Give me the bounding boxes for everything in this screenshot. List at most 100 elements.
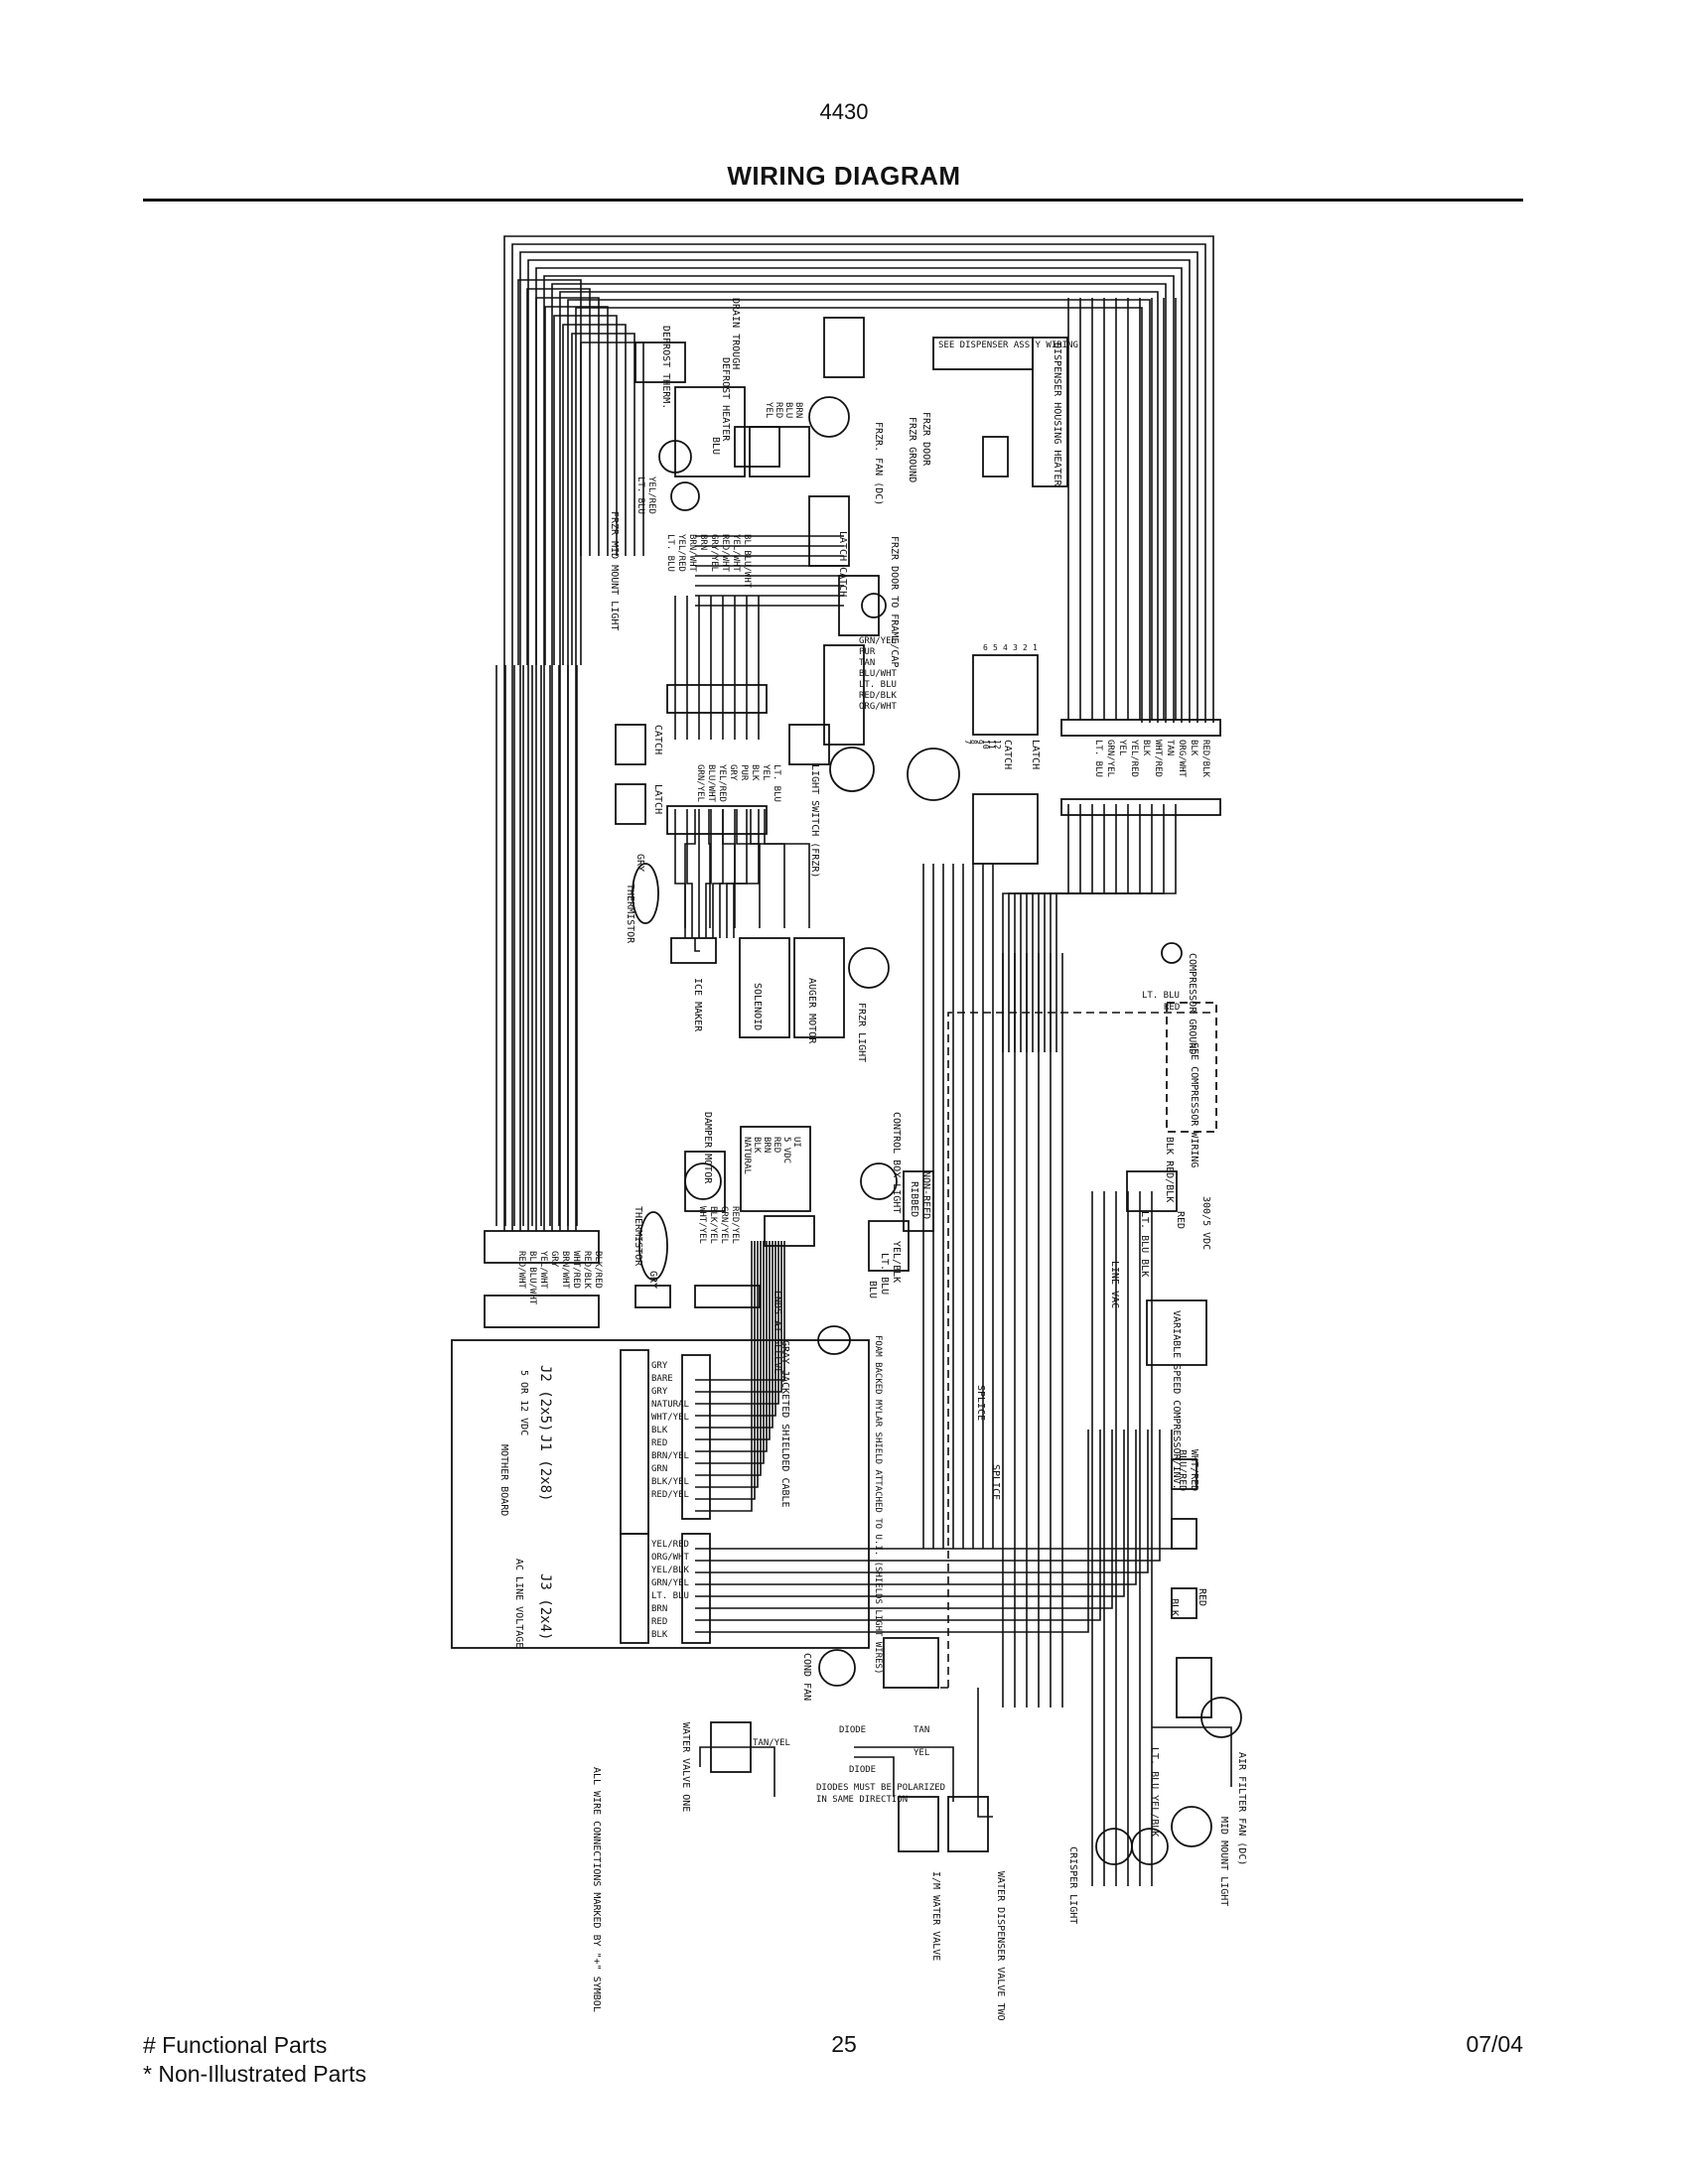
j3-wire-label-6: RED [651, 1617, 667, 1627]
connector-a-pin-0: 6 [983, 643, 988, 652]
dispenser-plug [982, 436, 1009, 478]
j1-feeder-wire [695, 1241, 762, 1476]
compressor-ground [1161, 942, 1183, 964]
outer-wire [551, 283, 1167, 1231]
lower-harness-wire-label-7: GRN/YEL [695, 764, 705, 802]
upper-harness-wire-label-6: YEL/RED [676, 534, 686, 572]
component-feed-wire [764, 809, 810, 928]
cond-fan-label: COND FAN [801, 1653, 812, 1701]
mid-mount-light-bulb-lower [1171, 1806, 1212, 1847]
upper-harness-wire-label-2: RED/WHT [720, 534, 730, 573]
wire [854, 1746, 954, 1802]
dispenser-assy-note: SEE DISPENSER ASS'Y WIRING [938, 341, 1078, 350]
j1-feeder-wire [695, 1241, 779, 1405]
connector-b-pin-0: 12 [993, 740, 1002, 750]
connections-note-label: ALL WIRE CONNECTIONS MARKED BY "+" SYMBO… [591, 1767, 602, 2012]
connector-b-pin-1: 11 [987, 740, 996, 750]
mother-board-label: MOTHER BOARD [498, 1444, 509, 1516]
j1-plug [681, 1354, 711, 1520]
right-harness-lower-wire [1050, 804, 1165, 1052]
outer-wire [527, 259, 1191, 1231]
lower-harness-connector-bottom [666, 805, 768, 835]
mother-board-outline [451, 1339, 870, 1649]
red3-label: RED [1196, 1588, 1207, 1606]
lower-connector-wire [686, 809, 693, 938]
diodes-note-1: IN SAME DIRECTION [816, 1795, 908, 1805]
upper-harness-wire-label-4: BRN [698, 534, 708, 550]
connector-b-pin-4: 8 [969, 740, 978, 745]
latch-catch-block [808, 495, 850, 567]
damper-wire-label-0: RED/YEL [730, 1206, 740, 1244]
j1-wire-label-7: BRN/YEL [651, 1451, 689, 1461]
wire [699, 1746, 775, 1797]
left-connector-wire-label-5: YEL/WHT [538, 1251, 548, 1290]
j1-wire-label-8: GRN [651, 1464, 667, 1474]
j1-wire-label-6: RED [651, 1438, 667, 1448]
right-harness-lower-wire [1038, 804, 1141, 1052]
lower-harness-wire-label-2: BLK [750, 764, 760, 781]
j3-feeder-wire [695, 1430, 1113, 1609]
non-reed-label: NON-REED [920, 1171, 931, 1219]
right-wire-label-2: ORG/WHT [1177, 740, 1187, 778]
j1-label: J1 (2x8) [537, 1434, 553, 1501]
j3-wire-label-4: LT. BLU [651, 1591, 689, 1601]
upper-harness-wire-label-0: BL BLU/WHT [742, 534, 752, 589]
ui-board-label-4: BLK [752, 1137, 762, 1154]
right-wire-label-8: GRN/YEL [1105, 740, 1115, 777]
control-box-light-label: CONTROL BOX LIGHT [891, 1112, 902, 1213]
j3-wire-label-7: BLK [651, 1630, 668, 1640]
right-latch-label: LATCH [1030, 740, 1041, 769]
component-feed-wire [750, 809, 785, 928]
fan-wire-label-0: BRN [793, 402, 803, 418]
lower-connector-wire [733, 809, 760, 938]
wire [1152, 1726, 1232, 1787]
left-connector-wire-label-7: RED/WHT [516, 1251, 526, 1290]
frzr-light-label: FRZR LIGHT [856, 1003, 867, 1062]
connector-a [972, 654, 1039, 736]
j3-wire-label-3: GRN/YEL [651, 1578, 689, 1588]
air-filter-fan-motor [1200, 1697, 1242, 1738]
water-valve-one-shape [710, 1721, 752, 1773]
frzr-door-to-frame-label: FRZR DOOR TO FRAME/CAP [889, 536, 900, 667]
upper-harness-wire-label-3: GRY/YEL [709, 534, 719, 572]
j1-feeder-wire [695, 1241, 765, 1464]
j1-wire-label-3: NATURAL [651, 1400, 689, 1410]
yel-blk-label: YEL/BLK [891, 1241, 902, 1283]
right-connector-3 [1171, 1587, 1197, 1619]
lower-harness-wire-label-4: GRY [728, 764, 738, 781]
vdc-connector [1126, 1170, 1178, 1212]
center-connector-upper [823, 644, 865, 746]
ice-maker-label: ICE MAKER [692, 978, 703, 1032]
outer-wire [559, 291, 1159, 1231]
frzr-door-ground [861, 593, 887, 618]
fan-wire-label-3: YEL [764, 402, 774, 418]
right-harness-connector-bottom [1060, 798, 1221, 816]
thermistor-lower-shape [638, 1211, 668, 1281]
right-wire-label-6: YEL/RED [1129, 740, 1139, 777]
latch-catch-connector [838, 575, 880, 636]
j1-feeder-wire [695, 1241, 753, 1512]
j2-harness-connector [484, 1230, 600, 1264]
tan-yel-label: TAN/YEL [753, 1738, 790, 1748]
compressor-inverter-box [1146, 1299, 1207, 1366]
damper-wire-label-3: WHT/YEL [697, 1206, 707, 1244]
splice-label-2: SPLICE [990, 1464, 1001, 1500]
dispenser-housing-heater-label: DISPENSER HOUSING HEATER [1052, 342, 1062, 486]
air-filter-fan-housing [1176, 1657, 1212, 1718]
right-wire-label-7: YEL [1117, 740, 1127, 755]
mid-wire-label-0: YEL/RED [646, 477, 656, 514]
j1-feeder-wire [695, 1241, 774, 1429]
center-wire-label-6: ORG/WHT [859, 702, 898, 712]
solenoid-label: SOLENOID [752, 983, 763, 1030]
connector-b [972, 793, 1039, 865]
outer-wire [543, 275, 1175, 1231]
left-connector-wire-label-3: BRN/WHT [560, 1251, 570, 1290]
crisper-light-bulb [1095, 1828, 1133, 1865]
tan-label: TAN [914, 1725, 929, 1735]
gray-jacketed-label: GRAY JACKETED SHIELDED CABLE [779, 1340, 790, 1508]
lower-lt-blu-label: LT. BLU [879, 1253, 890, 1295]
j1-wire-label-0: GRY [651, 1361, 668, 1371]
yel-label: YEL [914, 1748, 929, 1758]
